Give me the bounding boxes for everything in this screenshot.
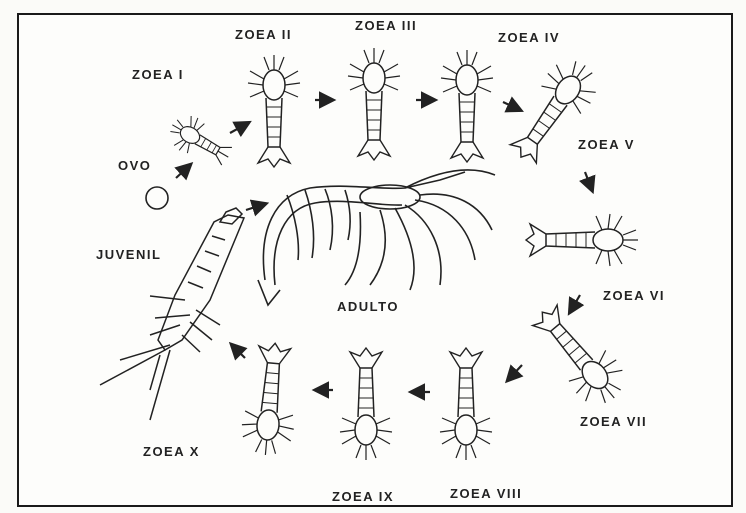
label-zoea-3: ZOEA III — [355, 18, 417, 33]
adult-shrimp-shape — [258, 170, 495, 305]
label-zoea-6: ZOEA VI — [603, 288, 665, 303]
label-zoea-8: ZOEA VIII — [450, 486, 522, 501]
zoea-5-shape — [500, 51, 607, 173]
label-adulto: ADULTO — [337, 299, 399, 314]
label-zoea-2: ZOEA II — [235, 27, 292, 42]
label-ovo: OVO — [118, 158, 151, 173]
zoea-8-shape — [440, 348, 492, 460]
zoea-4-shape — [441, 50, 493, 162]
lifecycle-arrows — [176, 100, 592, 392]
label-zoea-4: ZOEA IV — [498, 30, 560, 45]
zoea-9-shape — [340, 348, 392, 460]
label-zoea-5: ZOEA V — [578, 137, 635, 152]
label-zoea-7: ZOEA VII — [580, 414, 647, 429]
juvenile-shape — [100, 208, 244, 420]
zoea-1-shape — [163, 109, 238, 174]
zoea-7-shape — [522, 295, 634, 414]
label-zoea-1: ZOEA I — [132, 67, 184, 82]
label-juvenil: JUVENIL — [96, 247, 161, 262]
label-zoea-9: ZOEA IX — [332, 489, 394, 504]
zoea-10-shape — [239, 341, 301, 457]
label-zoea-10: ZOEA X — [143, 444, 200, 459]
zoea-6-shape — [526, 214, 638, 266]
zoea-3-shape — [348, 48, 400, 160]
zoea-2-shape — [248, 55, 300, 167]
egg-shape — [146, 187, 168, 209]
